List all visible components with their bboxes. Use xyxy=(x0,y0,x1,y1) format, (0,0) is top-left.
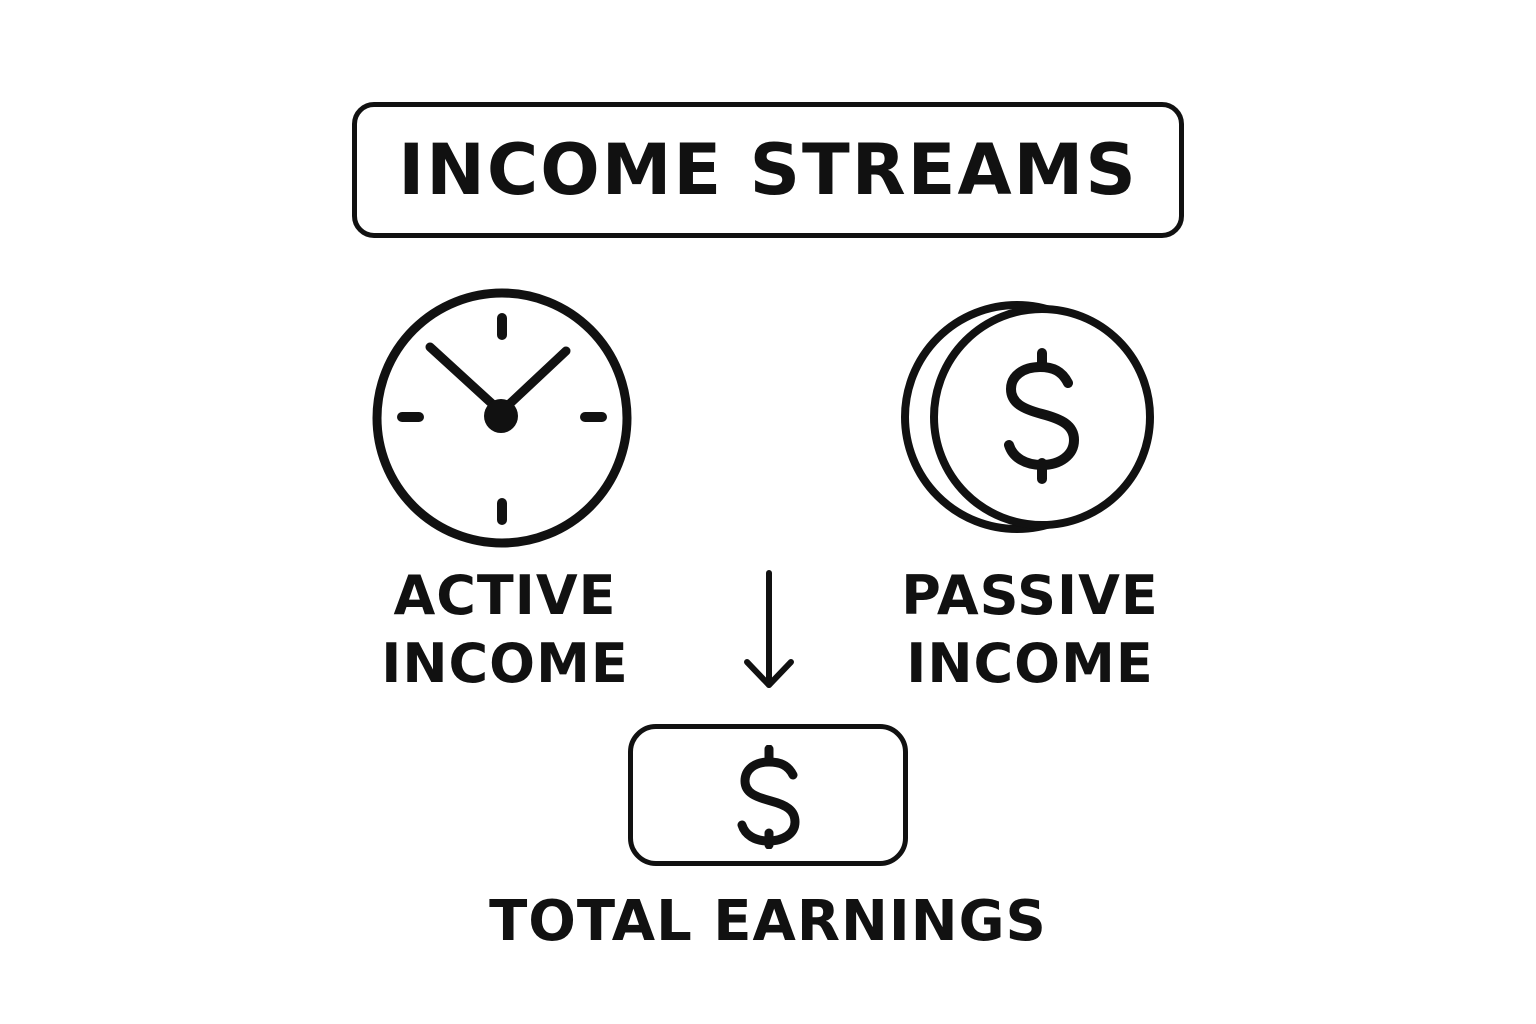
active-label-line2: INCOME xyxy=(381,632,629,695)
total-earnings-box xyxy=(628,724,908,866)
total-earnings-label: TOTAL EARNINGS xyxy=(489,889,1047,954)
active-income-label: ACTIVE INCOME xyxy=(360,562,650,698)
passive-income-label: PASSIVE INCOME xyxy=(880,562,1180,698)
coin-icon xyxy=(901,301,1154,533)
passive-label-line2: INCOME xyxy=(906,632,1154,695)
clock-icon xyxy=(372,288,632,548)
passive-label-line1: PASSIVE xyxy=(901,564,1159,627)
diagram-title: INCOME STREAMS xyxy=(398,129,1138,211)
active-label-line1: ACTIVE xyxy=(393,564,617,627)
title-box: INCOME STREAMS xyxy=(352,102,1184,238)
arrow-down-icon xyxy=(744,570,794,688)
dollar-icon xyxy=(737,745,800,849)
